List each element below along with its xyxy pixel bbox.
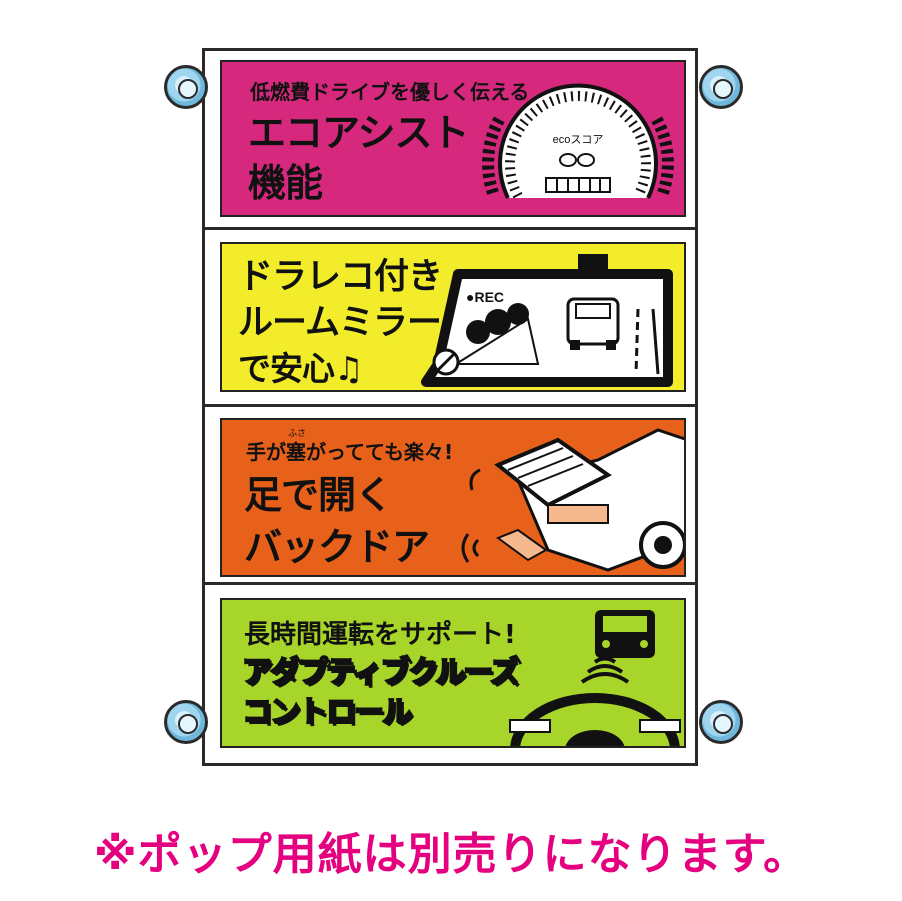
panel-dashcam-mirror: ドラレコ付き ルームミラー で安心♫ ●REC <box>220 242 686 392</box>
steering-wheel-radar-icon <box>509 610 681 746</box>
footer-note: ※ポップ用紙は別売りになります。 <box>93 829 809 880</box>
panel-subtitle: 手が塞がってても楽々! <box>246 440 454 464</box>
suction-cup-icon <box>164 65 208 109</box>
board-divider <box>205 582 695 585</box>
suction-cup-icon <box>699 65 743 109</box>
suction-cup-icon <box>699 700 743 744</box>
rearview-mirror-icon: ●REC <box>421 254 673 387</box>
panel-title: で安心♫ <box>238 349 364 388</box>
panel-title: バックドア <box>244 525 430 569</box>
board-divider <box>205 404 695 407</box>
furigana: ふさ <box>288 429 307 439</box>
panel-title: ルームミラー <box>238 303 442 343</box>
panel-subtitle: 低燃費ドライブを優しく伝える <box>250 80 530 104</box>
panel-hands-free-door: ふさ 手が塞がってても楽々! 足で開く バックドア <box>220 418 686 577</box>
panel-title: エコアシスト <box>248 111 469 155</box>
panel-subtitle: 長時間運転をサポート! <box>244 620 516 650</box>
board-divider <box>205 227 695 230</box>
suction-cup-icon <box>164 700 208 744</box>
kick-sensor-door-icon <box>461 428 684 572</box>
rec-label: ●REC <box>466 289 504 305</box>
panel-adaptive-cruise: 長時間運転をサポート! アダプティブクルーズ コントロール <box>220 598 686 748</box>
panel-eco-assist: 低燃費ドライブを優しく伝える エコアシスト 機能 ecoスコア <box>220 60 686 217</box>
panel-title: ドラレコ付き <box>238 257 443 297</box>
panel-title: 足で開く <box>244 473 393 517</box>
speedometer-icon: ecoスコア <box>482 83 674 199</box>
panel-title: アダプティブクルーズ <box>241 655 521 690</box>
gauge-label: ecoスコア <box>553 134 604 146</box>
panel-title: コントロール <box>241 695 413 730</box>
panel-title: 機能 <box>248 161 323 205</box>
